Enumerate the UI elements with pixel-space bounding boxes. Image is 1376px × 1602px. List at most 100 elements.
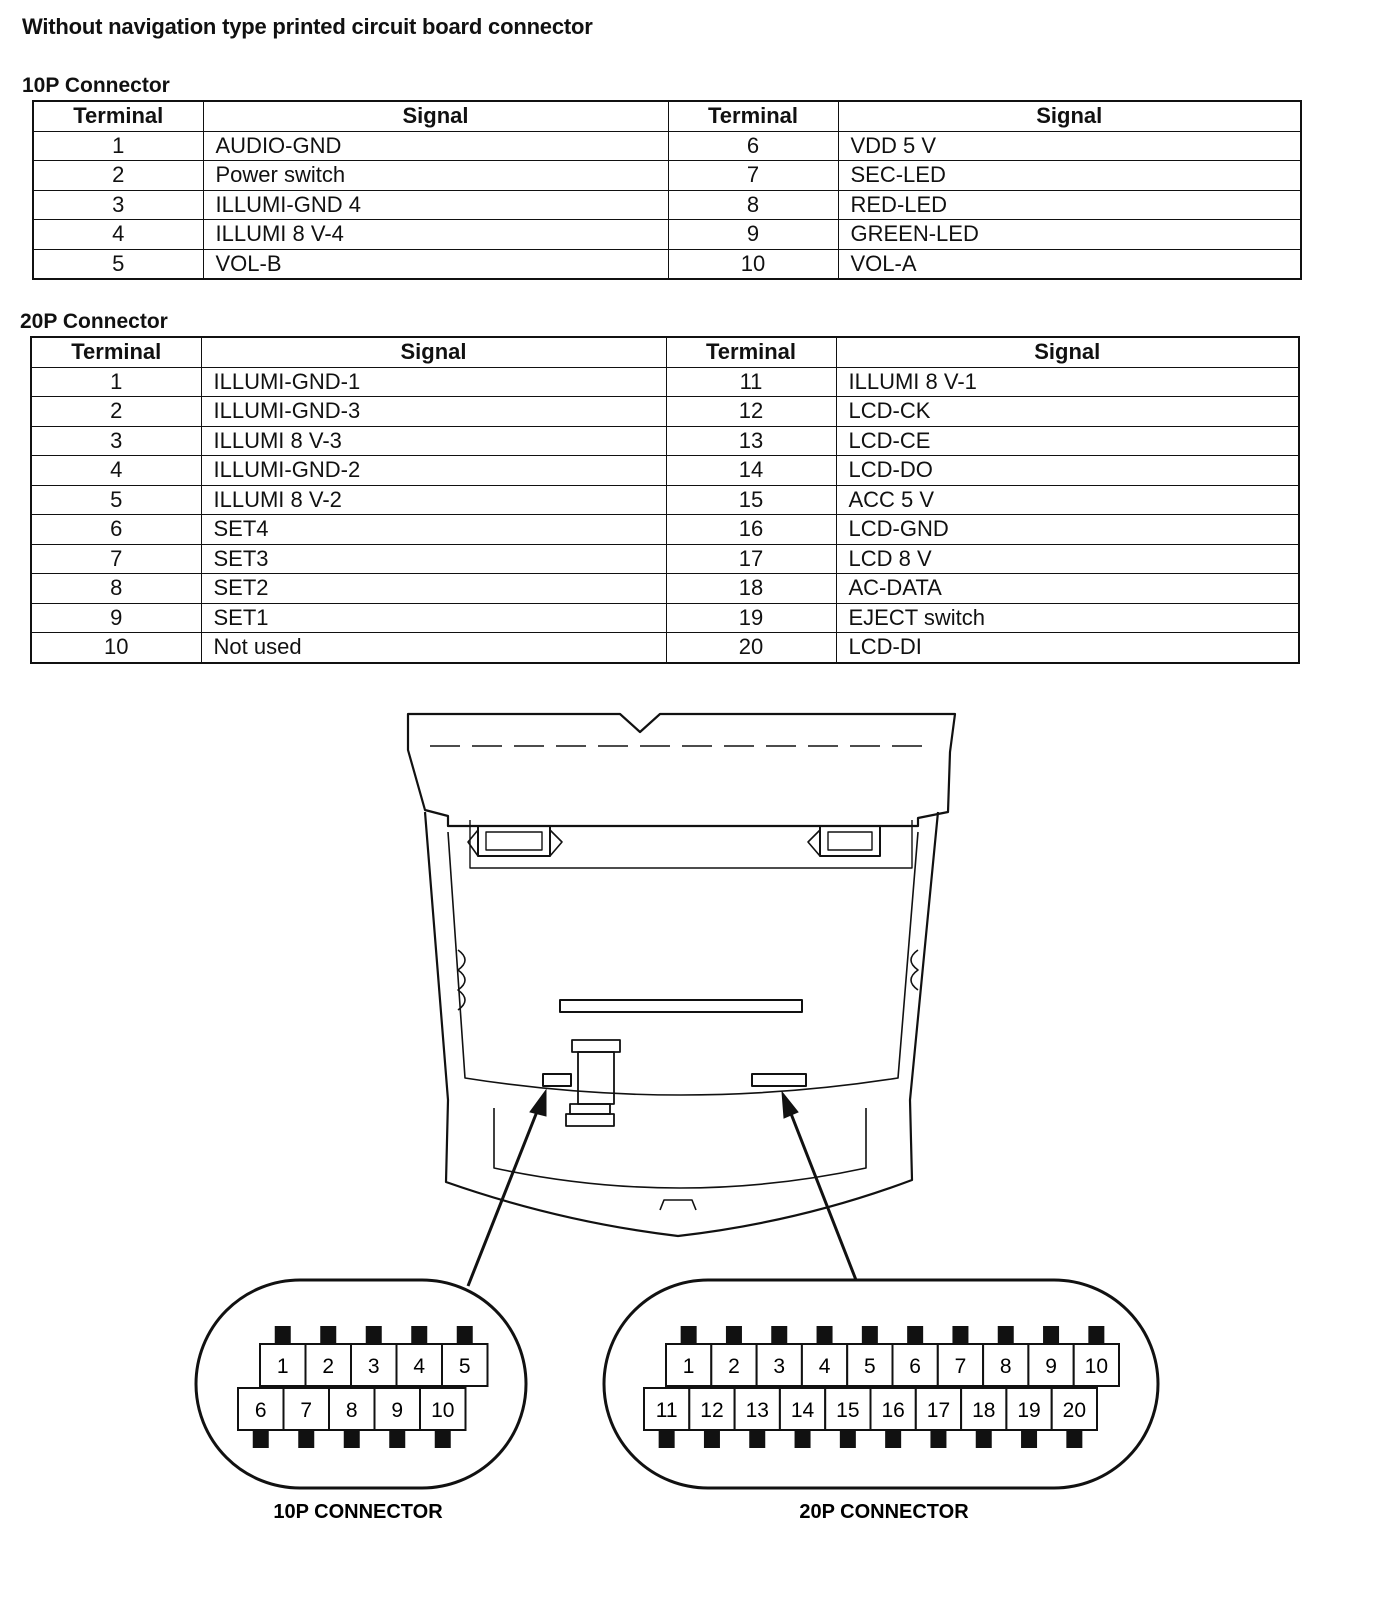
pin-tab [680,1326,697,1344]
pin-tab [952,1326,969,1344]
pin-number: 1 [277,1355,289,1378]
terminal-cell: 8 [30,573,202,604]
pin-number: 19 [1017,1399,1040,1422]
signal-cell: ILLUMI 8 V-4 [202,219,669,250]
signal-cell: ILLUMI 8 V-3 [200,425,667,456]
pin-tab [794,1430,811,1448]
pin-number: 6 [909,1355,921,1378]
signal-cell: ILLUMI 8 V-1 [835,366,1300,397]
pin-tab [839,1430,856,1448]
pin-tab [434,1430,451,1448]
pin-number: 17 [927,1399,950,1422]
pin-number: 15 [836,1399,859,1422]
signal-cell: ACC 5 V [835,484,1300,515]
pin-number: 7 [300,1399,312,1422]
pin-tab [725,1326,742,1344]
pin-number: 9 [391,1399,403,1422]
pin-cell [733,1387,781,1431]
pin-tab [997,1326,1014,1344]
pin-cell [259,1343,307,1387]
terminal-cell: 3 [32,189,204,220]
pin-cell [1050,1387,1098,1431]
terminal-cell: 13 [665,425,837,456]
pin-cell [304,1343,352,1387]
pin-number: 2 [728,1355,740,1378]
pin-number: 4 [413,1355,425,1378]
signal-cell: LCD 8 V [835,543,1300,574]
pin-cell [395,1343,443,1387]
pin-tab [1043,1326,1060,1344]
signal-cell: ILLUMI-GND-1 [200,366,667,397]
terminal-cell: 14 [665,455,837,486]
pin-cell [846,1343,894,1387]
table-20p-title: 20P Connector [20,310,168,333]
terminal-cell: 4 [30,455,202,486]
pin-tab [411,1326,428,1344]
pin-tab [907,1326,924,1344]
connector-20p-bubble [602,1278,1160,1490]
pin-tab [320,1326,337,1344]
terminal-cell: 9 [30,602,202,633]
pin-number: 9 [1045,1355,1057,1378]
pin-number: 10 [1085,1355,1108,1378]
pin-cell [350,1343,398,1387]
header-terminal: Terminal [667,100,839,132]
signal-cell: ILLUMI-GND-2 [200,455,667,486]
pin-number: 7 [955,1355,967,1378]
signal-cell: GREEN-LED [837,219,1302,250]
pin-number: 2 [322,1355,334,1378]
terminal-cell: 3 [30,425,202,456]
signal-cell: Not used [200,632,667,663]
pin-number: 18 [972,1399,995,1422]
signal-cell: ILLUMI 8 V-2 [200,484,667,515]
pin-tab [975,1430,992,1448]
terminal-cell: 2 [32,160,204,191]
signal-cell: LCD-CE [835,425,1300,456]
terminal-cell: 20 [665,632,837,663]
terminal-cell: 2 [30,396,202,427]
terminal-cell: 6 [30,514,202,545]
connector-20p-label: 20P CONNECTOR [799,1501,969,1523]
pin-tab [1021,1430,1038,1448]
pin-number: 6 [255,1399,267,1422]
signal-cell: ILLUMI-GND-3 [200,396,667,427]
pin-number: 5 [864,1355,876,1378]
pin-tab [274,1326,291,1344]
signal-cell: SEC-LED [837,160,1302,191]
header-signal: Signal [200,336,667,368]
signal-cell: AUDIO-GND [202,130,669,161]
pin-tab [816,1326,833,1344]
terminal-cell: 12 [665,396,837,427]
header-signal: Signal [837,100,1302,132]
pin-tab [389,1430,406,1448]
signal-cell: LCD-DO [835,455,1300,486]
pin-tab [861,1326,878,1344]
pin-number: 11 [656,1399,678,1422]
pin-cell [936,1343,985,1387]
pin-number: 8 [346,1399,358,1422]
connector-10p-bubble [194,1278,528,1490]
signal-cell: VOL-A [837,248,1302,280]
terminal-cell: 1 [32,130,204,161]
signal-cell: LCD-DI [835,632,1300,663]
terminal-cell: 1 [30,366,202,397]
signal-cell: VDD 5 V [837,130,1302,161]
terminal-cell: 11 [665,366,837,397]
pin-number: 14 [791,1399,815,1422]
pin-number: 13 [746,1399,769,1422]
pin-tab [749,1430,766,1448]
